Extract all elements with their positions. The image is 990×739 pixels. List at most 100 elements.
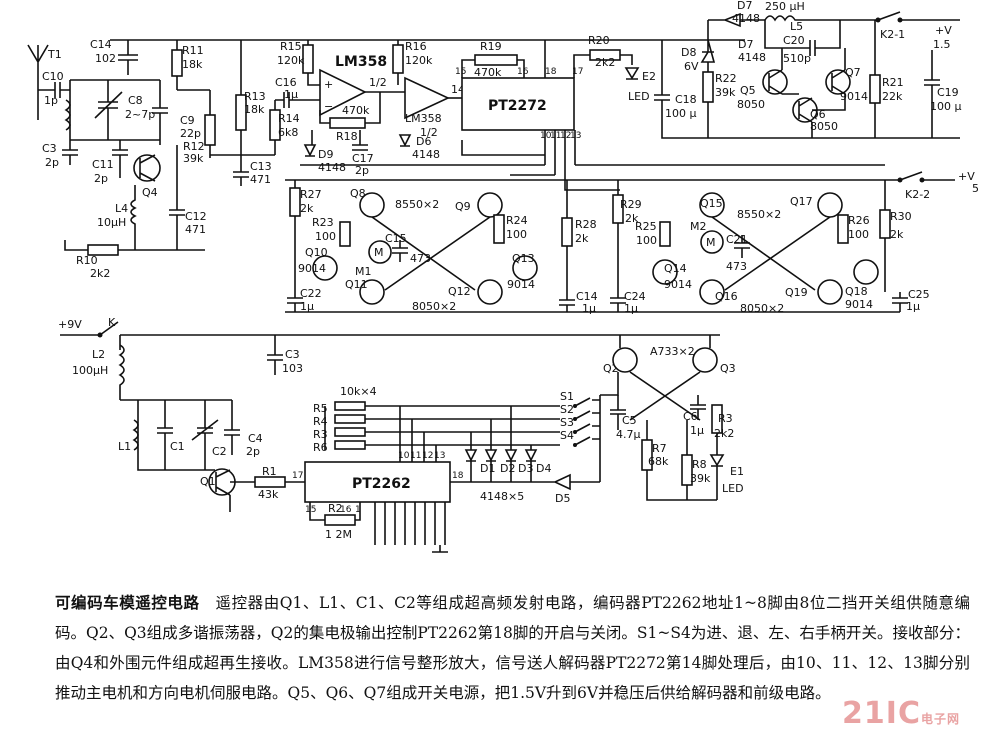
label-r29-value: 2k (625, 212, 639, 225)
label-q16-value: 8050×2 (740, 302, 784, 315)
pin-g1: 1 (355, 505, 361, 515)
label-r11-value: 18k (182, 58, 203, 71)
label-q5: Q5 (740, 84, 756, 97)
figure-caption: 可编码车模遥控电路遥控器由Q1、L1、C1、C2等组成超高频发射电路，编码器PT… (55, 588, 970, 708)
label-q13: Q13 (512, 252, 535, 265)
pin-g13: 13 (434, 451, 445, 461)
label-q6-value: 8050 (810, 120, 838, 133)
label-q9: Q9 (455, 200, 471, 213)
label-c14-b: C14 (576, 290, 598, 303)
label-v15-value: 1.5 (933, 38, 951, 51)
label-c4-value: 2p (246, 445, 260, 458)
label-c18: C18 (675, 93, 697, 106)
label-c5-value: 4.7μ (616, 428, 641, 441)
label-r12-value: 39k (183, 152, 204, 165)
label-c18-value: 100 μ (665, 107, 697, 120)
ic-pt2272: PT2272 (461, 77, 575, 131)
label-r2-value: 1 2M (325, 528, 352, 541)
label-r26: R26 (848, 214, 870, 227)
label-q7: Q7 (845, 66, 861, 79)
label-c2: C2 (212, 445, 227, 458)
label-r15-value: 120k (277, 54, 305, 67)
svg-text:M: M (706, 236, 716, 249)
label-q3: Q3 (720, 362, 736, 375)
label-s2: S2 (560, 403, 574, 416)
watermark-sub: 电子网 (920, 712, 960, 726)
label-c16-value: 1μ (284, 88, 298, 101)
label-q15: Q15 (700, 197, 723, 210)
label-k2-2: K2-2 (905, 188, 930, 201)
label-c3-b-value: 103 (282, 362, 303, 375)
label-k: K (108, 316, 116, 329)
label-d9-value: 4148 (318, 161, 346, 174)
label-c5: C5 (622, 414, 637, 427)
ic-pt2262: PT2262 (304, 461, 451, 503)
label-r8: R8 (692, 458, 707, 471)
label-r22-value: 39k (715, 86, 736, 99)
label-d7: D7 (737, 0, 752, 12)
label-r25-value: 100 (636, 234, 657, 247)
label-lm358-b-half: 1/2 (420, 126, 438, 139)
label-c15: C15 (385, 232, 407, 245)
label-lm358-a: LM358 (335, 54, 387, 70)
label-r28-value: 2k (575, 232, 589, 245)
label-l5: L5 (790, 20, 803, 33)
label-c16: C16 (275, 76, 297, 89)
label-c9: C9 (180, 114, 195, 127)
label-r19-value: 470k (474, 66, 502, 79)
label-c11: C11 (92, 158, 114, 171)
label-d9: D9 (318, 148, 333, 161)
label-c10: C10 (42, 70, 64, 83)
pin-g10: 10 (398, 451, 410, 461)
pin-10: 10 (540, 131, 552, 141)
label-v15: +V (935, 24, 952, 37)
label-q16: Q16 (715, 290, 738, 303)
label-c11-value: 2p (94, 172, 108, 185)
label-r24-value: 100 (506, 228, 527, 241)
switch-s1[interactable] (573, 397, 591, 408)
label-r22: R22 (715, 72, 737, 85)
receiver-section: T1 C14 102 C10 1p C8 2~7p C3 2p R11 18k … (27, 0, 962, 280)
label-r4: R4 (313, 415, 328, 428)
pin-g11: 11 (410, 451, 421, 461)
label-c20: C20 (783, 34, 805, 47)
label-c8-value: 2~7p (125, 108, 155, 121)
label-q8-value: 8550×2 (395, 198, 439, 211)
label-lm358-b: LM358 (405, 112, 442, 125)
pin-g16: 16 (340, 505, 352, 515)
label-d4: D4 (536, 462, 551, 475)
label-r3: R3 (718, 412, 733, 425)
transistor-q5 (762, 69, 788, 95)
label-c12: C12 (185, 210, 207, 223)
label-d7-value: 4148 (732, 12, 760, 25)
label-e1: E1 (730, 465, 744, 478)
label-c13-value: 471 (250, 173, 271, 186)
label-r10-value: 2k2 (90, 267, 110, 280)
label-c6-value: 1μ (690, 424, 704, 437)
label-l2: L2 (92, 348, 105, 361)
label-r16-value: 120k (405, 54, 433, 67)
label-q14: Q14 (664, 262, 687, 275)
diodes-d1-d4 (464, 406, 538, 482)
label-c25: C25 (908, 288, 930, 301)
label-d1: D1 (480, 462, 495, 475)
label-r8-value: 39k (690, 472, 711, 485)
label-diodes-value: 4148×5 (480, 490, 524, 503)
label-e2: E2 (642, 70, 656, 83)
label-c6: C6 (683, 410, 698, 423)
switch-s3[interactable] (573, 423, 591, 434)
label-r21: R21 (882, 76, 904, 89)
label-q12: Q12 (448, 285, 471, 298)
label-v5-value: 5 (972, 182, 979, 195)
switch-s2[interactable] (573, 410, 591, 421)
label-c3-b: C3 (285, 348, 300, 361)
label-c13: C13 (250, 160, 272, 173)
label-c19-value: 100 μ (930, 100, 962, 113)
watermark-logo: 21IC电子网 (842, 696, 960, 731)
label-s3: S3 (560, 416, 574, 429)
switch-s4[interactable] (573, 436, 591, 447)
pin-g12: 12 (422, 451, 433, 461)
label-c9-value: 22p (180, 127, 201, 140)
label-s4: S4 (560, 429, 574, 442)
label-d3: D3 (518, 462, 533, 475)
